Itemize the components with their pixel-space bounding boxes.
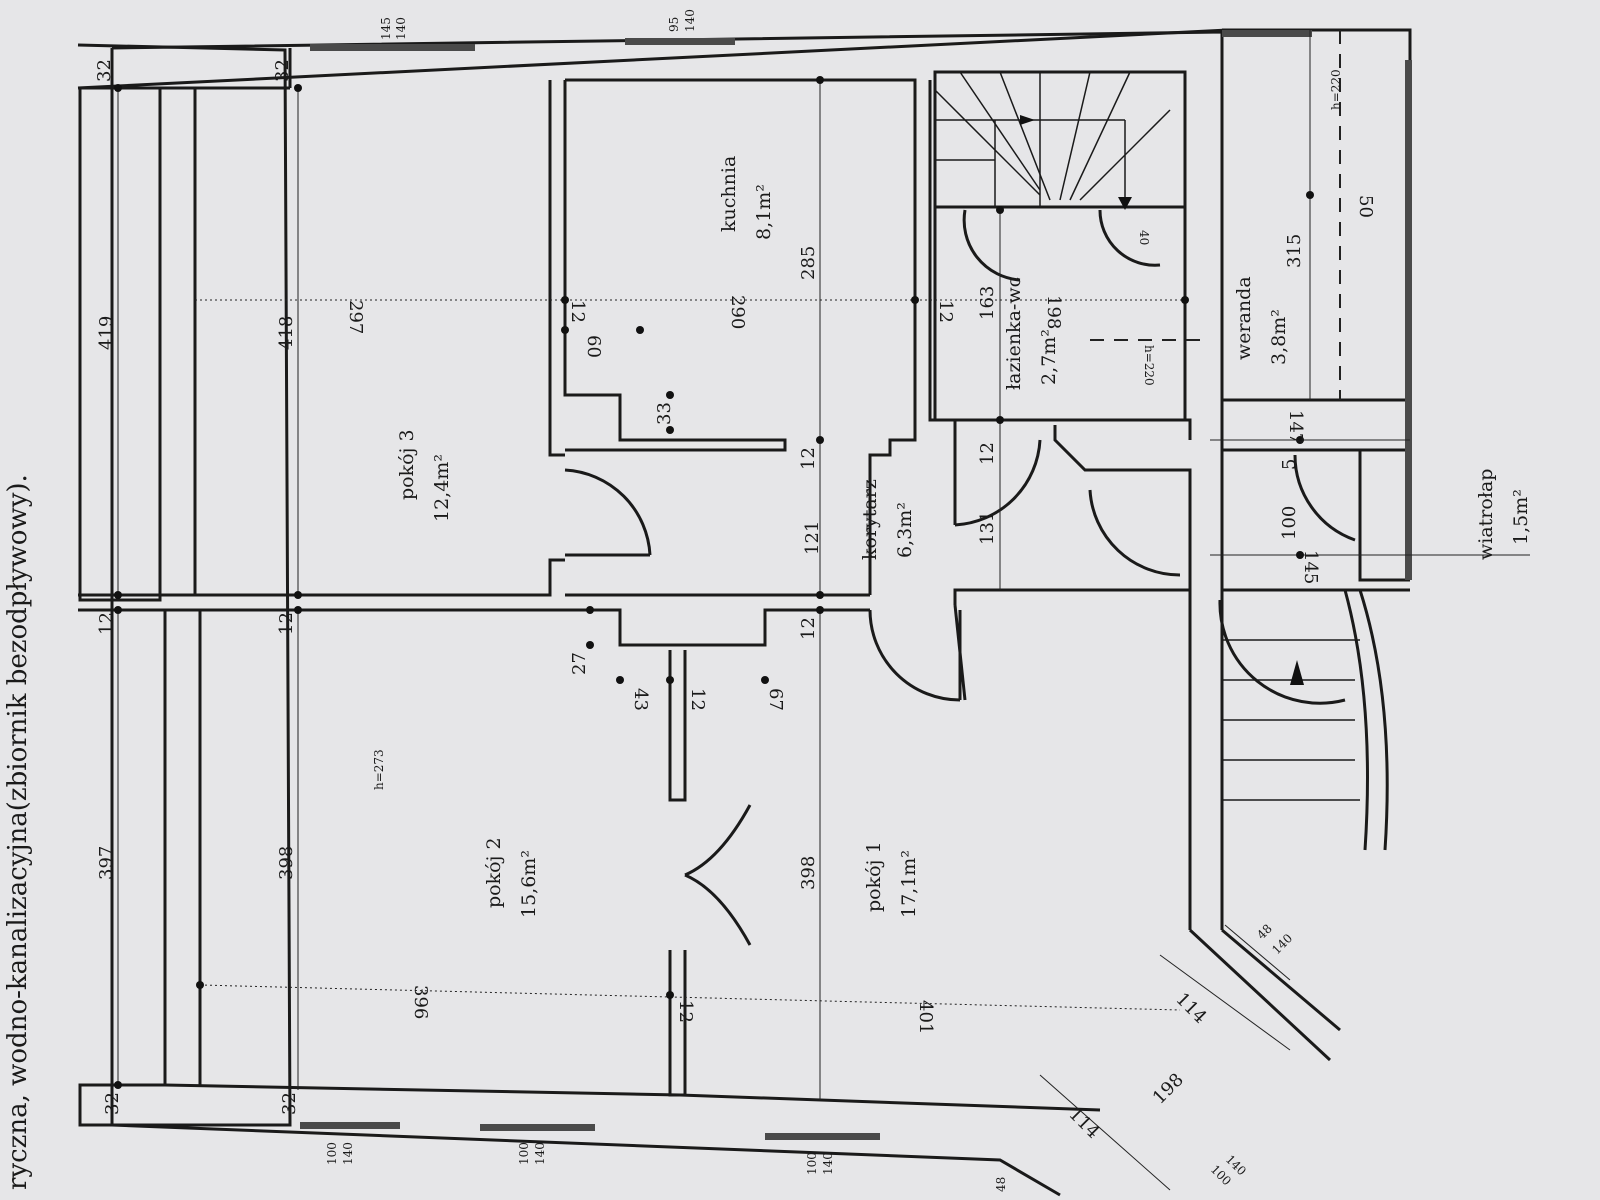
window-4-height: 140 xyxy=(533,1142,547,1165)
height-main: h=273 xyxy=(372,749,386,790)
dim-50: 50 xyxy=(1355,195,1376,218)
window-3-height: 140 xyxy=(341,1142,355,1165)
dim-12-e: 12 xyxy=(935,300,956,323)
dim-398-a: 398 xyxy=(276,846,297,880)
dim-12-a: 12 xyxy=(96,612,117,635)
dim-32-b: 32 xyxy=(272,59,293,82)
dim-297: 297 xyxy=(345,300,366,334)
dim-12-f: 12 xyxy=(798,447,819,470)
dim-27: 27 xyxy=(569,652,590,675)
room-weranda-area: 3,8m² xyxy=(1268,309,1290,365)
window-6-width: 48 xyxy=(1254,921,1275,942)
dim-397: 397 xyxy=(96,846,117,880)
window-5-height: 140 xyxy=(821,1152,835,1175)
dim-32-a: 32 xyxy=(94,59,115,82)
header-text: ryczna, wodno-kanalizacyjna(zbiornik bez… xyxy=(3,474,33,1190)
dim-285: 285 xyxy=(798,246,819,280)
room-pokoj1-name: pokój 1 xyxy=(863,841,885,912)
room-lazienka-area: 2,7m² xyxy=(1038,329,1060,385)
staircase xyxy=(934,71,1171,210)
room-lazienka-name: łazienka-wc xyxy=(1003,277,1025,390)
dim-32-c: 32 xyxy=(102,1092,123,1115)
dim-40: 40 xyxy=(1137,230,1151,245)
room-kuchnia-name: kuchnia xyxy=(718,156,740,232)
dim-114-a: 114 xyxy=(1171,989,1210,1028)
dim-121: 121 xyxy=(802,521,823,555)
room-weranda-name: weranda xyxy=(1233,276,1255,360)
room-pokoj3-name: pokój 3 xyxy=(396,429,418,500)
room-pokoj1-area: 17,1m² xyxy=(898,850,920,918)
dim-12-b: 12 xyxy=(276,612,297,635)
height-bath: h=220 xyxy=(1142,345,1156,386)
window-3-width: 100 xyxy=(325,1142,339,1165)
room-wiatrolap-name: wiatrołap xyxy=(1475,469,1497,560)
window-5-width: 100 xyxy=(805,1152,819,1175)
dim-12-h: 12 xyxy=(675,1000,696,1023)
dim-12-i: 12 xyxy=(687,688,708,711)
window-2-width: 95 xyxy=(667,17,681,32)
dim-5: 5 xyxy=(1279,459,1300,470)
dim-145-a: 145 xyxy=(1300,550,1321,584)
room-wiatrolap-area: 1,5m² xyxy=(1510,489,1532,545)
height-veranda: h=220 xyxy=(1329,69,1343,110)
dim-163: 163 xyxy=(977,286,998,320)
dim-418: 418 xyxy=(276,316,297,350)
room-pokoj2-area: 15,6m² xyxy=(518,850,540,918)
dim-290: 290 xyxy=(727,295,748,329)
dim-12-d: 12 xyxy=(567,300,588,323)
dim-60: 60 xyxy=(583,335,604,358)
window-2-height: 140 xyxy=(683,9,697,32)
room-korytarz-area: 6,3m² xyxy=(894,502,916,558)
dim-401: 401 xyxy=(915,1000,936,1034)
dim-131: 131 xyxy=(977,511,998,545)
dim-198-a: 198 xyxy=(1043,295,1064,329)
dim-12-g: 12 xyxy=(977,442,998,465)
room-korytarz-name: korytarz xyxy=(859,479,881,560)
window-1-height: 140 xyxy=(394,17,408,40)
dim-419: 419 xyxy=(96,316,117,350)
dim-67: 67 xyxy=(765,688,786,711)
dim-398-b: 398 xyxy=(798,856,819,890)
window-1-width: 145 xyxy=(379,17,393,40)
dim-198-b: 198 xyxy=(1149,1069,1188,1108)
room-kuchnia-area: 8,1m² xyxy=(753,184,775,240)
window-6-height: 140 xyxy=(1269,931,1295,957)
dim-100-a: 100 xyxy=(1279,506,1300,540)
window-8-width: 48 xyxy=(994,1177,1008,1192)
room-pokoj3-area: 12,4m² xyxy=(431,454,453,522)
dim-396: 396 xyxy=(410,985,431,1019)
dim-147: 147 xyxy=(1285,410,1306,444)
dim-33: 33 xyxy=(654,402,675,425)
window-4-width: 100 xyxy=(517,1142,531,1165)
room-pokoj2-name: pokój 2 xyxy=(483,837,505,908)
dim-32-d: 32 xyxy=(279,1092,300,1115)
dim-12-c: 12 xyxy=(798,617,819,640)
dim-315: 315 xyxy=(1284,234,1305,268)
dim-43: 43 xyxy=(630,688,651,711)
